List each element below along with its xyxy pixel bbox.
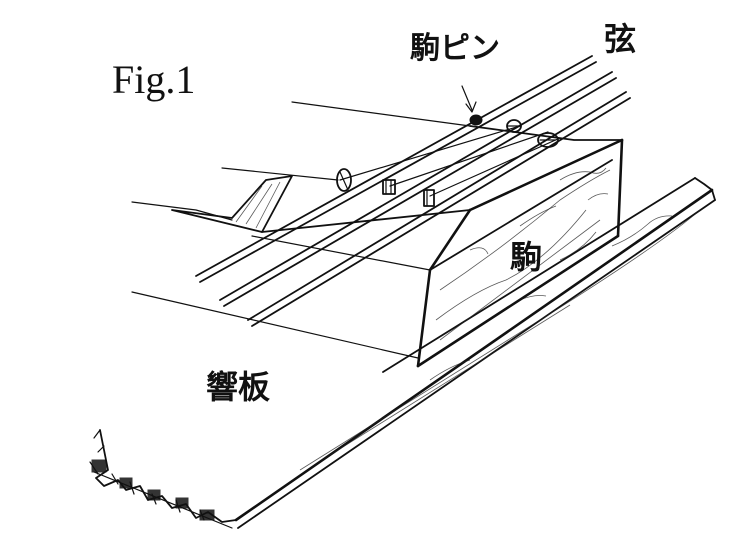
soundboard-right-end	[694, 177, 716, 201]
bridge-top-front-edge	[468, 138, 624, 212]
soundboard	[89, 101, 716, 529]
reference-line-1	[291, 101, 471, 127]
bridge-pin-6	[537, 132, 559, 148]
soundboard-front-edge-lower	[237, 199, 716, 529]
string-3	[247, 91, 627, 321]
soundboard-torn-edge	[95, 429, 237, 523]
bridge-pin-1	[336, 168, 352, 192]
bridge-pin-5	[506, 119, 522, 133]
strings	[195, 55, 631, 327]
pin-pointer-arrow	[461, 85, 473, 111]
label-bridge: 駒	[510, 238, 542, 276]
bridge-right-edge	[616, 138, 624, 238]
label-string: 弦	[604, 20, 636, 58]
bridge-pin-2	[382, 179, 396, 195]
reference-line-2	[221, 167, 339, 181]
bridge-bottom-edge	[416, 234, 620, 368]
figure-title: Fig.1	[112, 57, 195, 102]
bridge-front-corner	[428, 208, 472, 272]
bridge-front-vertical	[416, 268, 432, 368]
reference-line-5	[131, 291, 419, 359]
bridge	[261, 125, 624, 368]
string-1	[195, 55, 593, 277]
bridge-face-top	[429, 159, 613, 271]
reference-line-4	[251, 235, 431, 271]
bridge-pin-4	[469, 114, 483, 126]
soundboard-back-edge	[382, 177, 696, 373]
bridge-pins	[336, 85, 559, 207]
string-2	[219, 71, 613, 301]
rib-fragment	[171, 175, 293, 233]
label-bridge-pin: 駒ピン	[410, 31, 500, 66]
label-soundboard: 響板	[206, 368, 270, 406]
soundboard-front-edge	[234, 188, 714, 522]
bridge-pin-3	[423, 189, 435, 207]
